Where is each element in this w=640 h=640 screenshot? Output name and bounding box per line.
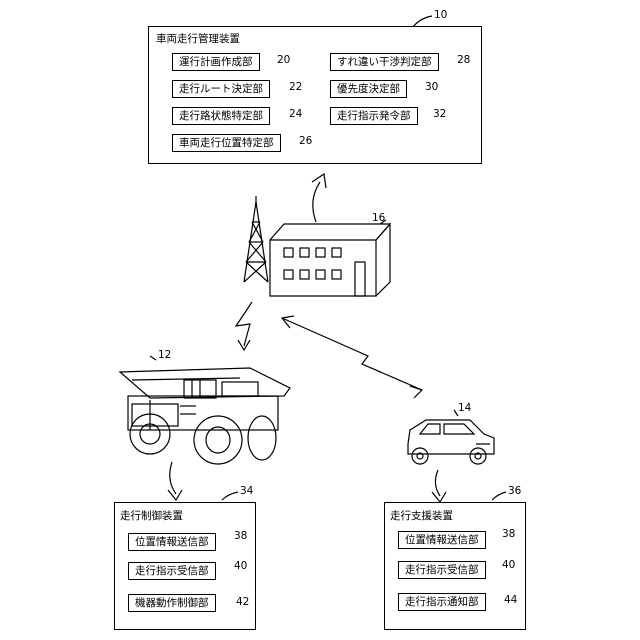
car-downlink-arrow bbox=[432, 470, 446, 502]
truck-control-title: 走行制御装置 bbox=[120, 508, 183, 523]
wireless-link-truck bbox=[236, 302, 252, 346]
unit-route-decision: 走行ルート決定部 bbox=[172, 80, 270, 98]
wireless-arrow-head-down bbox=[410, 386, 422, 398]
unit-operation-plan: 運行計画作成部 bbox=[172, 53, 260, 71]
truck-unit-instruction-receive: 走行指示受信部 bbox=[128, 562, 216, 580]
ref-car-unit-40: 40 bbox=[502, 559, 515, 571]
unit-instruction-issue: 走行指示発令部 bbox=[330, 107, 418, 125]
dump-truck-icon bbox=[120, 368, 290, 464]
ref-truck-unit-38: 38 bbox=[234, 530, 247, 542]
car-unit-instruction-receive: 走行指示受信部 bbox=[398, 561, 486, 579]
car-unit-position-send: 位置情報送信部 bbox=[398, 531, 486, 549]
unit-passing-interference: すれ違い干渉判定部 bbox=[330, 53, 439, 71]
unit-road-state: 走行路状態特定部 bbox=[172, 107, 270, 125]
truck-unit-equipment-control: 機器動作制御部 bbox=[128, 594, 216, 612]
ref-truck-unit-42: 42 bbox=[236, 596, 249, 608]
ref-unit-28: 28 bbox=[457, 54, 470, 66]
leader-line-12 bbox=[150, 356, 156, 360]
ref-truck-control-box: 34 bbox=[240, 485, 253, 497]
unit-priority-decision: 優先度決定部 bbox=[330, 80, 407, 98]
ref-facility: 16 bbox=[372, 212, 385, 224]
ref-management-box: 10 bbox=[434, 9, 447, 21]
unit-vehicle-position: 車両走行位置特定部 bbox=[172, 134, 281, 152]
ref-unit-26: 26 bbox=[299, 135, 312, 147]
antenna-tower-icon bbox=[244, 196, 268, 282]
ref-car-support-box: 36 bbox=[508, 485, 521, 497]
car-icon bbox=[408, 420, 494, 464]
car-support-title: 走行支援装置 bbox=[390, 508, 453, 523]
truck-downlink-arrow bbox=[168, 462, 182, 500]
ref-unit-20: 20 bbox=[277, 54, 290, 66]
ref-unit-22: 22 bbox=[289, 81, 302, 93]
leader-line-34 bbox=[222, 492, 238, 500]
ref-dump-truck: 12 bbox=[158, 349, 171, 361]
facility-building-icon bbox=[270, 224, 390, 296]
ref-truck-unit-40: 40 bbox=[234, 560, 247, 572]
ref-car-unit-38: 38 bbox=[502, 528, 515, 540]
ref-unit-24: 24 bbox=[289, 108, 302, 120]
wireless-link-car bbox=[282, 318, 422, 390]
car-unit-instruction-notify: 走行指示通知部 bbox=[398, 593, 486, 611]
uplink-arrow bbox=[312, 174, 326, 222]
ref-unit-32: 32 bbox=[433, 108, 446, 120]
truck-unit-position-send: 位置情報送信部 bbox=[128, 533, 216, 551]
ref-unit-30: 30 bbox=[425, 81, 438, 93]
ref-car-unit-44: 44 bbox=[504, 594, 517, 606]
ref-car: 14 bbox=[458, 402, 471, 414]
leader-line-36 bbox=[492, 492, 506, 500]
management-device-title: 車両走行管理装置 bbox=[156, 31, 240, 46]
